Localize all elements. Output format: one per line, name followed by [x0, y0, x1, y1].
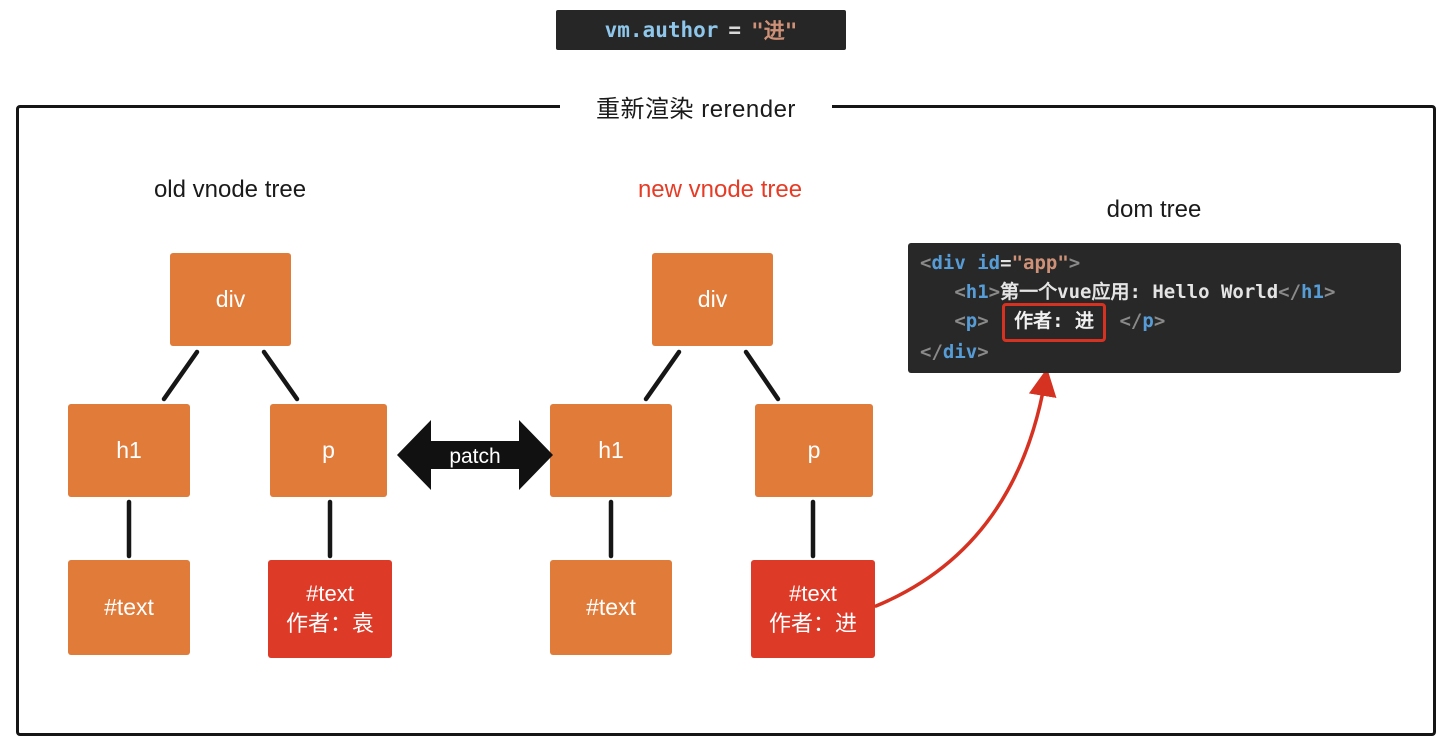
new-tree-h1-node: h1 [550, 404, 672, 497]
updated-text-highlight: 作者: 进 [1002, 303, 1107, 342]
new-text-node-value: 作者：进 [768, 611, 857, 636]
old-tree-h1-node: h1 [68, 404, 190, 497]
old-text-node-value: 作者：袁 [285, 611, 374, 636]
rerender-title: 重新渲染 rerender [560, 90, 832, 123]
old-tree-div-node: div [170, 253, 291, 346]
code-operator: = [728, 18, 742, 42]
new-tree-p-node: p [755, 404, 873, 497]
vm-author-assignment-code: vm.author = "进" [556, 10, 846, 50]
code-variable: vm.author [604, 18, 719, 42]
dom-tree-label: dom tree [1106, 196, 1202, 223]
code-line-div-open: <div id="app"> [920, 252, 1081, 274]
new-text-node-type: #text [789, 581, 837, 607]
old-tree-p-text-node: #text 作者：袁 [268, 560, 392, 658]
dom-tree-code-block: <div id="app"> <h1>第一个vue应用: Hello World… [908, 243, 1401, 373]
code-line-h1: <h1>第一个vue应用: Hello World</h1> [954, 281, 1336, 303]
new-tree-p-text-node: #text 作者：进 [751, 560, 875, 658]
old-vnode-tree-label: old vnode tree [153, 176, 307, 203]
new-tree-div-node: div [652, 253, 773, 346]
old-text-node-type: #text [306, 581, 354, 607]
new-vnode-tree-label: new vnode tree [637, 176, 803, 203]
code-line-p: <p> 作者: 进 </p> [920, 303, 1389, 342]
old-tree-p-node: p [270, 404, 387, 497]
old-tree-h1-text-node: #text [68, 560, 190, 655]
code-string-value: "进" [751, 19, 798, 43]
new-tree-h1-text-node: #text [550, 560, 672, 655]
code-line-div-close: </div> [920, 341, 989, 363]
